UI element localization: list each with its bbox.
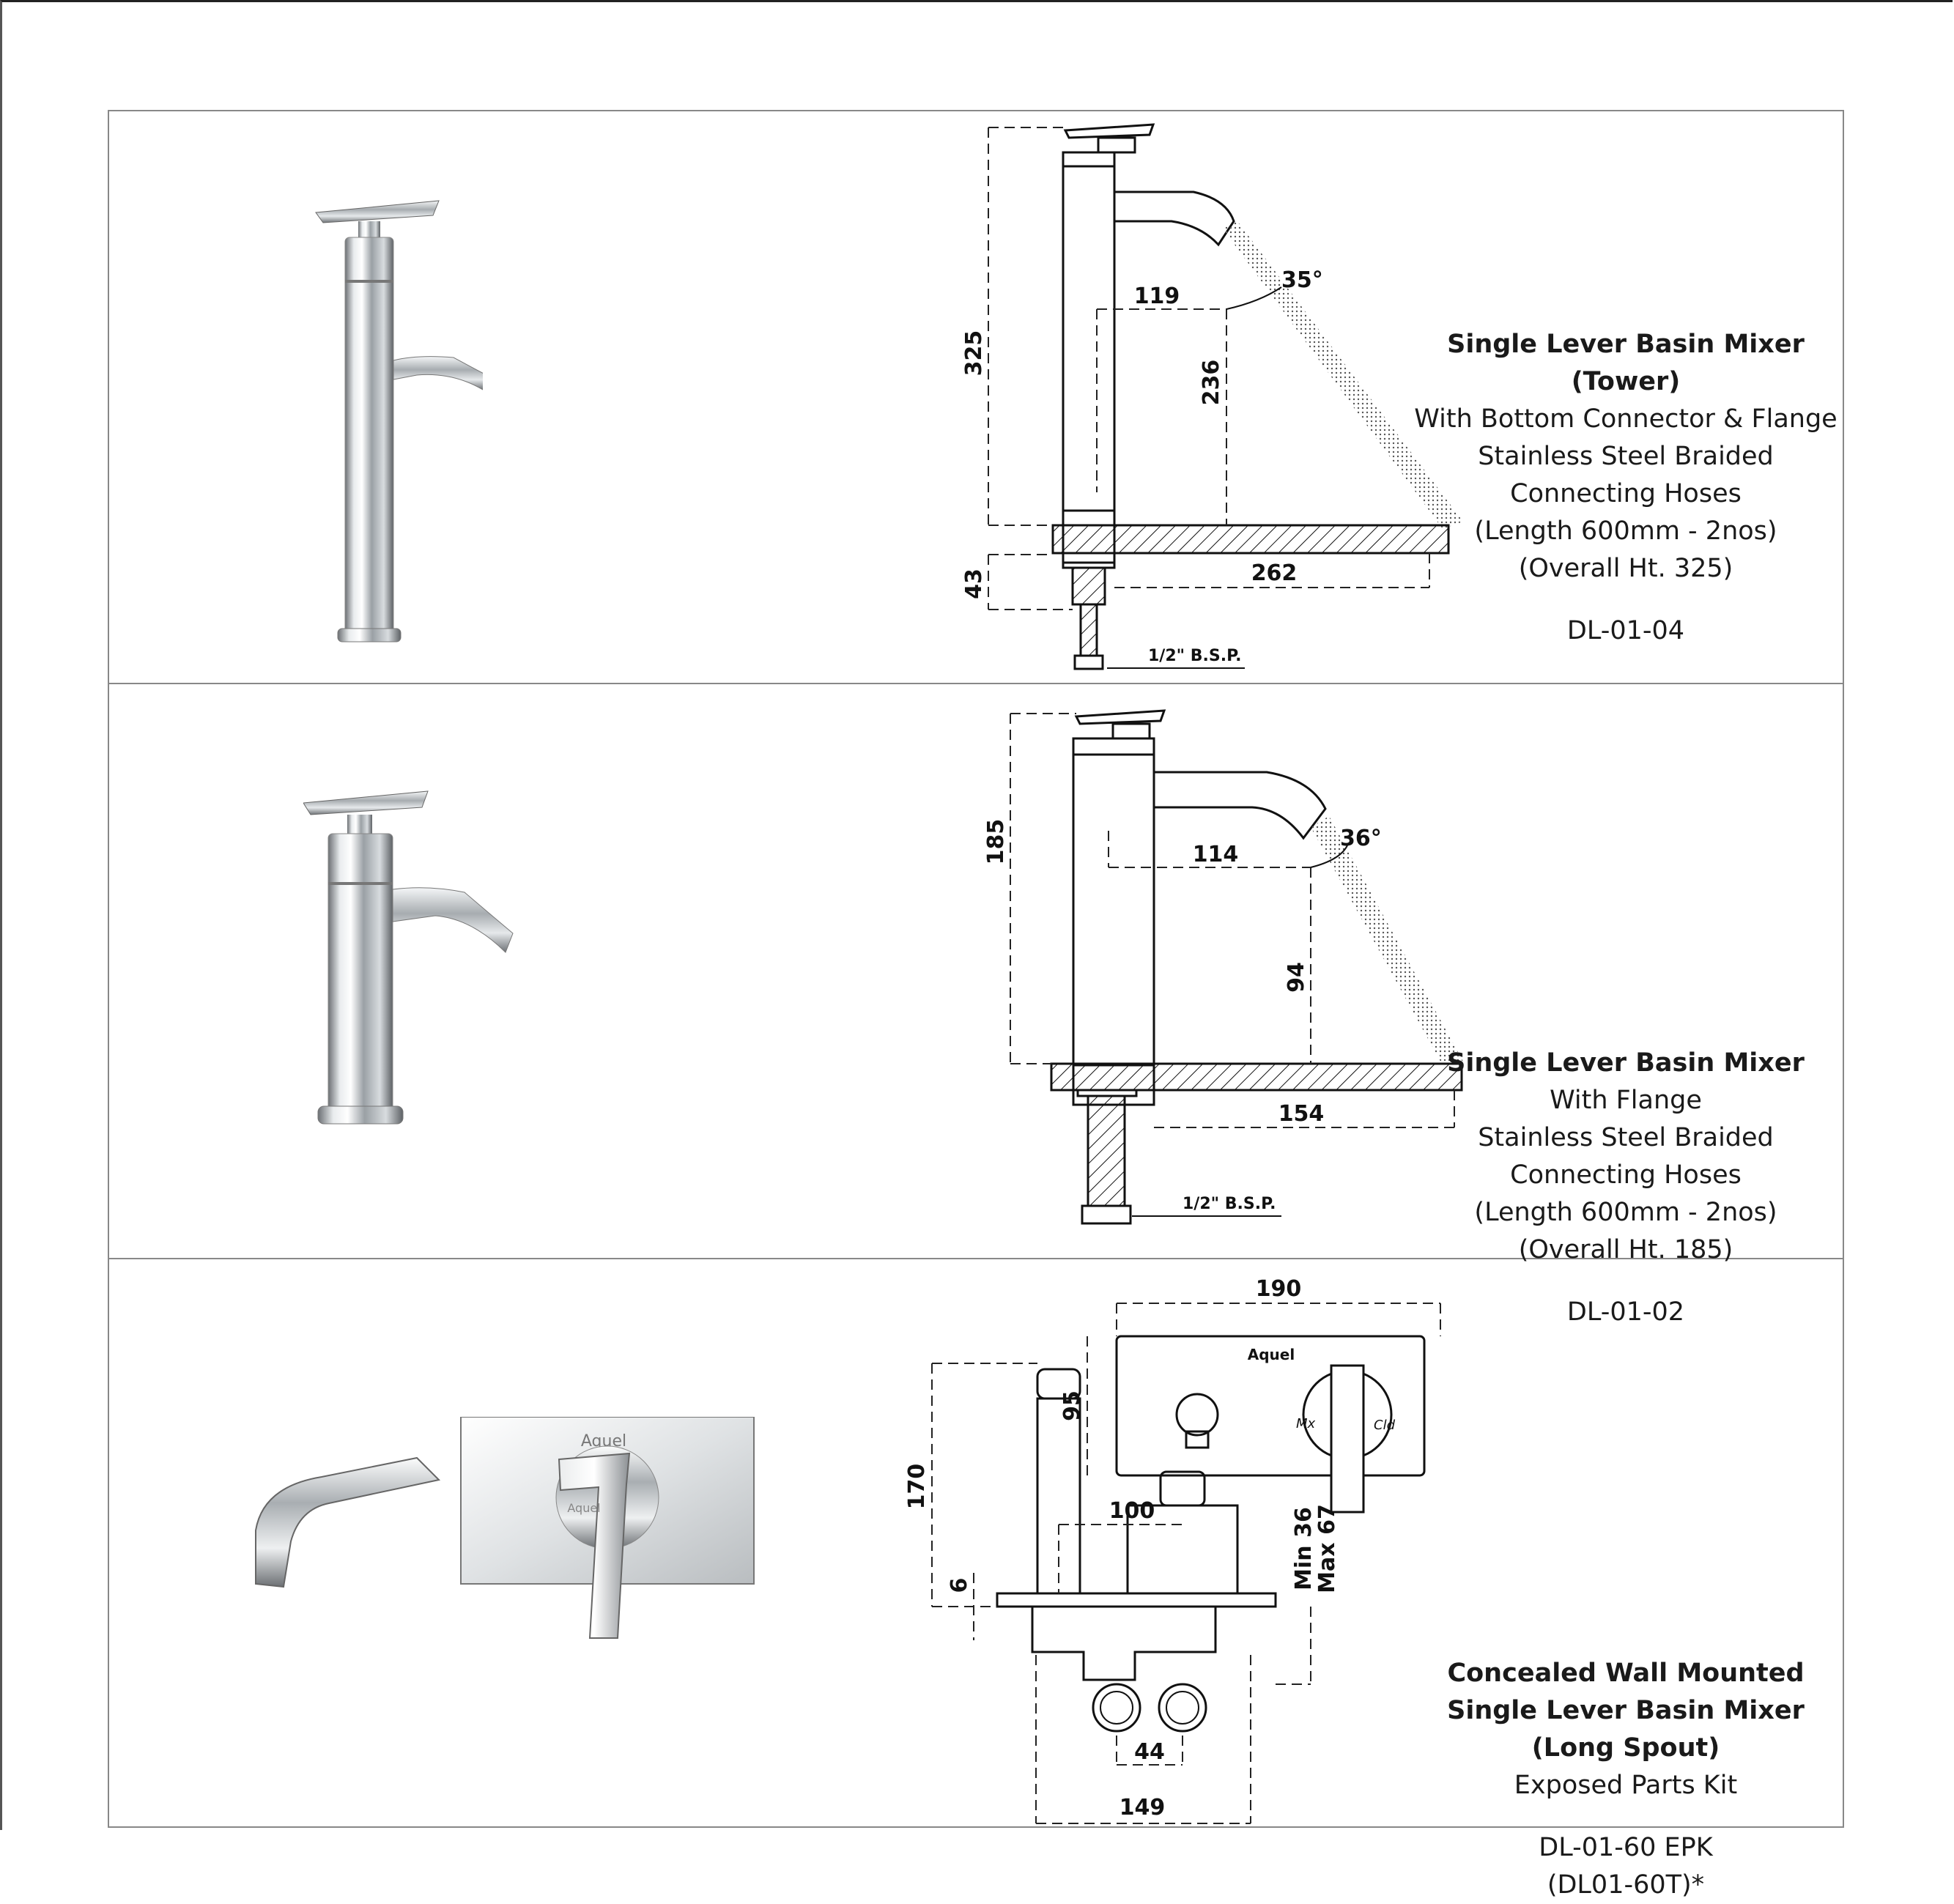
product-title-line: Single Lever Basin Mixer bbox=[1447, 1696, 1805, 1725]
technical-drawing-tower-mixer: 325 236 119 35° 43 262 1/2" B.S.P. bbox=[961, 123, 1463, 670]
technical-drawing-concealed-mixer: Aquel Mx Cld bbox=[904, 1276, 1441, 1824]
page-frame bbox=[0, 0, 1953, 1830]
product-title-line: Concealed Wall Mounted bbox=[1447, 1659, 1805, 1688]
dim-spout-reach: 100 bbox=[1109, 1498, 1155, 1524]
product-detail-line: (Length 600mm - 2nos) bbox=[1474, 1198, 1777, 1227]
product-description-concealed-mixer: Concealed Wall Mounted Single Lever Basi… bbox=[1406, 1655, 1846, 1904]
dim-overall-height: 325 bbox=[961, 330, 987, 377]
dim-spout-reach: 119 bbox=[1134, 284, 1180, 309]
product-row-concealed-mixer: Aquel Aquel Aquel Mx Cld bbox=[109, 1259, 1843, 1900]
plate-cold-mark: Cld bbox=[1374, 1418, 1396, 1433]
product-detail-line: (Overall Ht. 325) bbox=[1518, 554, 1733, 583]
product-detail-line: Connecting Hoses bbox=[1510, 1160, 1742, 1190]
product-detail-line: (Overall Ht. 185) bbox=[1518, 1235, 1733, 1264]
dim-base-to-flow: 154 bbox=[1278, 1101, 1325, 1127]
product-row-tower-mixer: 325 236 119 35° 43 262 1/2" B.S.P. Singl… bbox=[109, 111, 1843, 684]
product-title-line: (Tower) bbox=[1571, 367, 1681, 396]
product-code: DL-01-02 bbox=[1566, 1297, 1685, 1327]
product-detail-line: Connecting Hoses bbox=[1510, 479, 1742, 508]
product-detail-line: With Flange bbox=[1550, 1086, 1702, 1115]
product-title-line: Single Lever Basin Mixer bbox=[1447, 1048, 1805, 1078]
product-description-tower-mixer: Single Lever Basin Mixer (Tower) With Bo… bbox=[1406, 326, 1846, 650]
dim-plate-width: 190 bbox=[1256, 1276, 1302, 1302]
dim-spout-height: 236 bbox=[1199, 360, 1224, 406]
product-alt-code: (DL01-60T)* bbox=[1547, 1870, 1705, 1900]
technical-drawing-basin-mixer: 185 94 114 36° 154 1/2" B.S.P. bbox=[983, 709, 1463, 1225]
dim-base-to-flow: 262 bbox=[1251, 560, 1298, 586]
product-code: DL-01-04 bbox=[1566, 616, 1685, 645]
product-row-basin-mixer: 185 94 114 36° 154 1/2" B.S.P. Single Le… bbox=[109, 684, 1843, 1327]
dim-spout-height: 170 bbox=[904, 1464, 930, 1510]
dim-body-width: 149 bbox=[1120, 1795, 1166, 1820]
product-photo-basin-mixer bbox=[303, 790, 514, 1125]
product-photo-concealed-mixer: Aquel Aquel bbox=[255, 1417, 755, 1639]
dim-plate-thickness: 6 bbox=[947, 1578, 972, 1593]
product-description-basin-mixer: Single Lever Basin Mixer With Flange Sta… bbox=[1406, 1045, 1846, 1331]
dim-plate-height: 95 bbox=[1059, 1390, 1085, 1421]
product-title-line: Single Lever Basin Mixer bbox=[1447, 330, 1805, 359]
product-detail-line: Exposed Parts Kit bbox=[1514, 1771, 1738, 1800]
dim-spout-height: 94 bbox=[1284, 962, 1309, 993]
product-photo-tower-mixer bbox=[315, 200, 483, 642]
dim-overall-height: 185 bbox=[983, 819, 1009, 865]
dim-thread-size: 1/2" B.S.P. bbox=[1148, 647, 1242, 665]
dim-wall-max: Max 67 bbox=[1314, 1504, 1340, 1593]
product-detail-line: Stainless Steel Braided bbox=[1478, 1123, 1774, 1152]
plate-mix-mark: Mx bbox=[1296, 1416, 1316, 1431]
dim-spray-angle: 35° bbox=[1281, 267, 1323, 293]
dim-wall-min: Min 36 bbox=[1291, 1507, 1317, 1590]
product-title-line: (Long Spout) bbox=[1531, 1733, 1720, 1763]
catalog-sheet: 325 236 119 35° 43 262 1/2" B.S.P. Singl… bbox=[108, 110, 1844, 1900]
dim-connector-length: 43 bbox=[961, 568, 987, 599]
lever-brand-text: Aquel bbox=[567, 1501, 600, 1515]
dim-thread-size: 1/2" B.S.P. bbox=[1183, 1195, 1276, 1213]
dim-inlet-spacing: 44 bbox=[1134, 1739, 1165, 1765]
product-detail-line: Stainless Steel Braided bbox=[1478, 442, 1774, 471]
drawing-brand-text: Aquel bbox=[1248, 1346, 1295, 1363]
product-code: DL-01-60 EPK bbox=[1539, 1833, 1713, 1862]
dim-spray-angle: 36° bbox=[1340, 826, 1382, 851]
dim-spout-reach: 114 bbox=[1193, 842, 1239, 867]
product-detail-line: (Length 600mm - 2nos) bbox=[1474, 516, 1777, 546]
product-detail-line: With Bottom Connector & Flange bbox=[1414, 404, 1838, 434]
